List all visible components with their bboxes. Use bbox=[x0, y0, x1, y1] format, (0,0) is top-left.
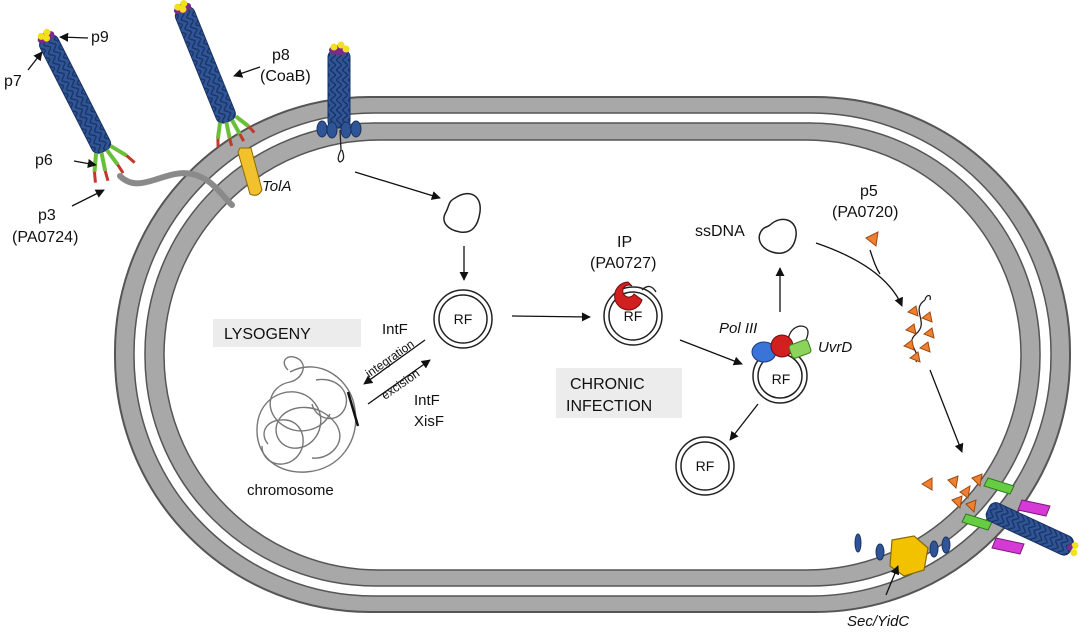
label-chronic: CHRONIC bbox=[570, 376, 645, 393]
label-uvrd: UvrD bbox=[818, 339, 852, 356]
label-chromosome: chromosome bbox=[247, 482, 334, 499]
rf-progeny-label: RF bbox=[696, 458, 715, 474]
sec-yidc-translocon bbox=[854, 533, 951, 577]
p5-ssdna-complex bbox=[902, 294, 935, 363]
lysogeny-box bbox=[213, 319, 361, 347]
label-secyidc: Sec/YidC bbox=[847, 613, 909, 630]
free-phage-left bbox=[37, 28, 235, 208]
assembly-site bbox=[921, 473, 1079, 557]
host-pilus bbox=[117, 170, 235, 208]
label-pa0720: (PA0720) bbox=[832, 204, 898, 221]
tola-receptor bbox=[237, 147, 263, 196]
label-intf-bottom: IntF bbox=[414, 392, 440, 409]
label-ssdna: ssDNA bbox=[695, 223, 745, 240]
chromosome-scribble bbox=[256, 356, 357, 473]
phage-entering bbox=[316, 41, 362, 163]
label-p7: p7 bbox=[4, 73, 22, 90]
p5-monomer bbox=[865, 231, 879, 247]
label-xisf: XisF bbox=[414, 413, 444, 430]
label-pa0727: (PA0727) bbox=[590, 255, 656, 272]
rf-ip-label: RF bbox=[624, 308, 643, 324]
flow-arrows bbox=[27, 32, 964, 596]
label-ip: IP bbox=[617, 234, 632, 251]
label-lysogeny: LYSOGENY bbox=[224, 326, 311, 343]
cytoplasm bbox=[163, 139, 1022, 571]
rf-replication-label: RF bbox=[772, 371, 791, 387]
rf-progeny: RF bbox=[675, 436, 735, 496]
phage-filament-tola bbox=[174, 6, 236, 124]
label-tola: TolA bbox=[262, 178, 291, 195]
phage-filament-entering bbox=[327, 49, 351, 129]
label-pa0724: (PA0724) bbox=[12, 229, 78, 246]
secretin-magenta-top bbox=[1017, 499, 1051, 517]
phage-at-tola bbox=[173, 0, 263, 196]
label-p9: p9 bbox=[91, 29, 109, 46]
label-p5: p5 bbox=[860, 183, 878, 200]
ip-protein bbox=[614, 281, 643, 311]
label-p3: p3 bbox=[38, 207, 56, 224]
label-infection: INFECTION bbox=[566, 398, 652, 415]
uvrd-helicase bbox=[788, 339, 812, 359]
secretin-pore-top bbox=[983, 477, 1015, 495]
rf-main: RF bbox=[433, 289, 493, 349]
rf-replication: RF bbox=[751, 325, 812, 404]
ssdna-loop-entry bbox=[443, 192, 481, 234]
rf-ip: RF bbox=[603, 281, 663, 346]
label-p6: p6 bbox=[35, 152, 53, 169]
label-pol3: Pol III bbox=[719, 320, 757, 337]
chronic-infection-box bbox=[556, 368, 682, 418]
phage-filament-left bbox=[39, 34, 112, 154]
ssdna-loop-progeny bbox=[758, 218, 797, 254]
prophage-segment bbox=[346, 391, 360, 427]
rf-main-label: RF bbox=[454, 311, 473, 327]
p3-p6-tail bbox=[92, 144, 136, 183]
label-coab: (CoaB) bbox=[260, 68, 311, 85]
cell-envelope bbox=[114, 96, 1071, 613]
label-intf-top: IntF bbox=[382, 321, 408, 338]
label-p8: p8 bbox=[272, 47, 290, 64]
